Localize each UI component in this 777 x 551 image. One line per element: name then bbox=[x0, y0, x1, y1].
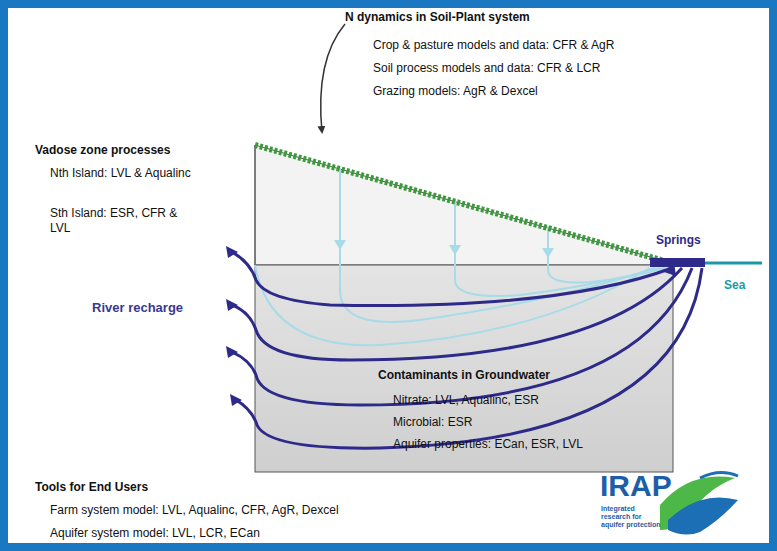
contaminant-item: Nitrate: LVL, Aqualinc, ESR bbox=[393, 393, 668, 408]
contaminant-item: Microbial: ESR bbox=[393, 415, 668, 430]
section-heading: Tools for End Users bbox=[35, 480, 148, 495]
logo-wordmark: IRAP bbox=[600, 470, 672, 502]
partner-note: Crop & pasture models and data: CFR & Ag… bbox=[373, 38, 614, 53]
section-heading: Vadose zone processes bbox=[35, 143, 170, 158]
region-heading: Contaminants in Groundwater bbox=[378, 368, 668, 383]
partner-note: Grazing models: AgR & Dexcel bbox=[373, 84, 538, 99]
sea-label: Sea bbox=[724, 278, 745, 293]
partner-note: Nth Island: LVL & Aqualinc bbox=[50, 166, 200, 181]
logo-tagline: Integrated research for aquifer protecti… bbox=[601, 505, 663, 529]
partner-note: Soil process models and data: CFR & LCR bbox=[373, 61, 600, 76]
springs-label: Springs bbox=[656, 233, 701, 248]
contaminant-item: Aquifer properties: ECan, ESR, LVL bbox=[393, 437, 668, 452]
partner-note: Aquifer system model: LVL, LCR, ECan bbox=[50, 526, 260, 541]
groundwater-region: Contaminants in GroundwaterNitrate: LVL,… bbox=[378, 368, 668, 452]
section-heading: N dynamics in Soil-Plant system bbox=[345, 10, 530, 25]
partner-note: Sth Island: ESR, CFR & LVL bbox=[50, 206, 200, 236]
partner-note: Farm system model: LVL, Aqualinc, CFR, A… bbox=[50, 503, 339, 518]
river-label: River recharge bbox=[92, 300, 183, 315]
